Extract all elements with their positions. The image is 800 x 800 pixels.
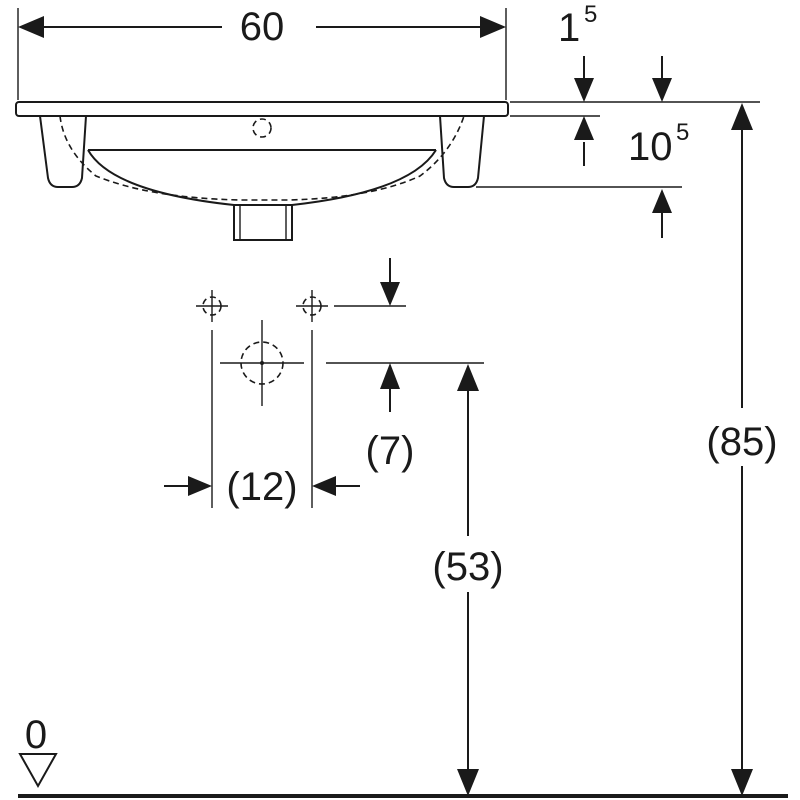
rim-thickness-label: 1 [558,6,580,50]
rim-thickness-superscript: 5 [584,1,597,28]
tap-valve-right [296,290,406,322]
drain-height-dimension: (53) [432,364,504,796]
valve-spacing-dimension: (12) [164,330,360,509]
drain-height-label: (53) [432,545,503,589]
tap-valve-left [196,290,228,322]
rim-dimension: 1 5 [510,1,760,166]
basin-side-view [15,101,509,241]
valve-spacing-label: (12) [226,465,297,509]
total-height-dimension: (85) [706,103,778,796]
width-dimension: 60 [17,5,507,100]
valve-offset-dimension: (7) [366,258,415,473]
valve-offset-label: (7) [366,429,415,473]
floor-level-label: 0 [25,713,47,757]
bowl-depth-label: 10 [628,125,673,169]
width-label: 60 [240,5,285,49]
floor-line: 0 [18,713,788,798]
bowl-depth-dimension: 10 5 [476,56,689,238]
bowl-depth-superscript: 5 [676,119,689,146]
waste-outlet [220,320,484,406]
total-height-label: (85) [706,420,777,464]
